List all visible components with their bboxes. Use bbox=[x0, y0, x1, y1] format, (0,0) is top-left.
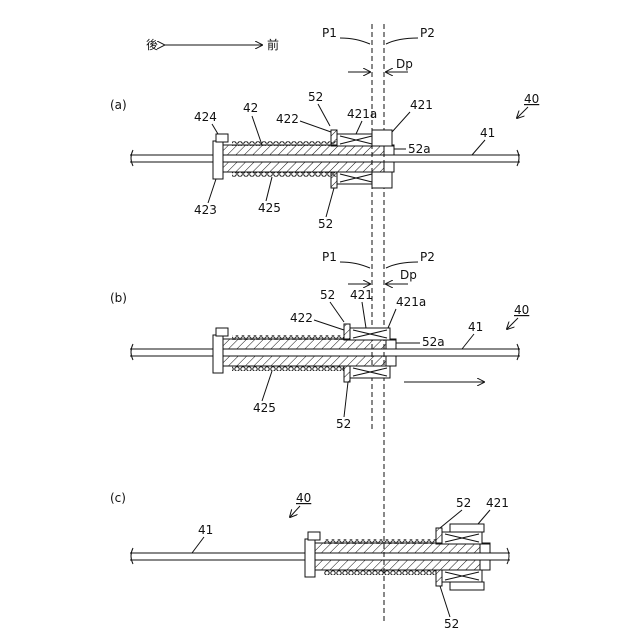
panel-a-label: (a) bbox=[110, 98, 127, 112]
label-p1-top: P1 bbox=[322, 26, 337, 40]
spring-425-c-top bbox=[324, 539, 436, 544]
label-dp-mid: Dp bbox=[400, 268, 417, 282]
label-421-c: 421 bbox=[486, 496, 509, 510]
panel-b: (b) 40 52 421 421a 422 52a 41 bbox=[110, 288, 529, 431]
label-dp-top: Dp bbox=[396, 57, 413, 71]
direction-indicator: 後 前 bbox=[146, 37, 279, 52]
top-plane-labels: P1 P2 Dp bbox=[322, 26, 435, 72]
label-422-b: 422 bbox=[290, 311, 313, 325]
panel-a: (a) 40 424 42 422 52 bbox=[110, 90, 539, 231]
spring-425-c-bot bbox=[324, 570, 436, 575]
label-p1-mid: P1 bbox=[322, 250, 337, 264]
label-424-a: 424 bbox=[194, 110, 217, 124]
label-40-c: 40 bbox=[296, 491, 311, 505]
label-52-a-top: 52 bbox=[308, 90, 323, 104]
panel-c: (c) 40 41 52 421 52 bbox=[110, 491, 510, 631]
label-52-c-top: 52 bbox=[456, 496, 471, 510]
label-52-c-bot: 52 bbox=[444, 617, 459, 631]
label-42-a: 42 bbox=[243, 101, 258, 115]
label-52-b-bot: 52 bbox=[336, 417, 351, 431]
label-41-c: 41 bbox=[198, 523, 213, 537]
label-41-a: 41 bbox=[480, 126, 495, 140]
direction-back-label: 後 bbox=[146, 38, 158, 52]
label-52-b-top: 52 bbox=[320, 288, 335, 302]
panel-b-label: (b) bbox=[110, 291, 127, 305]
spring-425-a-bot bbox=[232, 172, 338, 177]
label-40-b: 40 bbox=[514, 303, 529, 317]
panel-c-label: (c) bbox=[110, 491, 126, 505]
label-52a-a: 52a bbox=[408, 142, 431, 156]
label-421a-b: 421a bbox=[396, 295, 426, 309]
spring-425-b-top bbox=[232, 335, 344, 340]
label-425-a: 425 bbox=[258, 201, 281, 215]
direction-front-label: 前 bbox=[267, 37, 279, 52]
spring-425-a-top bbox=[232, 141, 338, 146]
label-52a-b: 52a bbox=[422, 335, 445, 349]
spring-425-b-bot bbox=[232, 366, 344, 371]
label-421a-a: 421a bbox=[347, 107, 377, 121]
label-421-b: 421 bbox=[350, 288, 373, 302]
label-p2-mid: P2 bbox=[420, 250, 435, 264]
label-423-a: 423 bbox=[194, 203, 217, 217]
label-422-a: 422 bbox=[276, 112, 299, 126]
label-41-b: 41 bbox=[468, 320, 483, 334]
label-421-a: 421 bbox=[410, 98, 433, 112]
label-52-a-bot: 52 bbox=[318, 217, 333, 231]
label-40-a: 40 bbox=[524, 92, 539, 106]
label-p2-top: P2 bbox=[420, 26, 435, 40]
label-425-b: 425 bbox=[253, 401, 276, 415]
mid-plane-labels: P1 P2 Dp bbox=[322, 250, 435, 284]
